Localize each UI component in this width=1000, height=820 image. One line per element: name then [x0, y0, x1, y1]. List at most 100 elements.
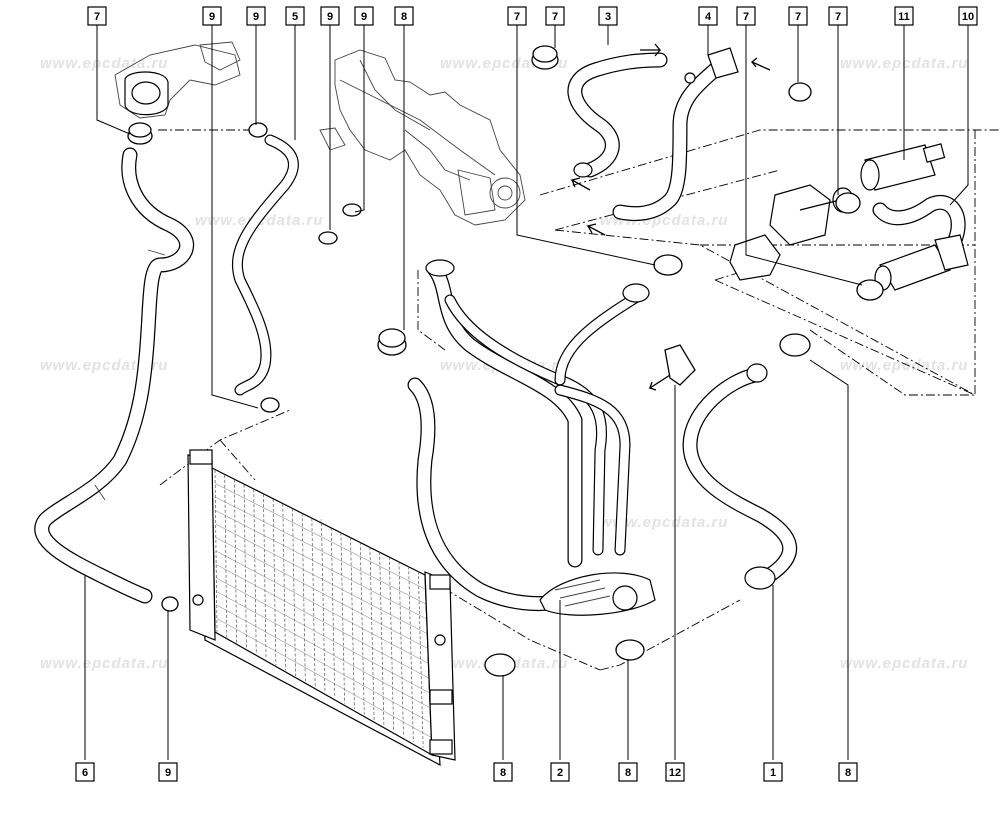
callout-c-top-11: 4 [698, 6, 718, 26]
radiator-fin [216, 564, 432, 680]
callout-label: 7 [835, 11, 841, 23]
hose-3 [567, 52, 668, 178]
hose-2 [407, 259, 656, 616]
callout-c-top-15: 11 [894, 6, 914, 26]
flow-arrows [570, 43, 771, 391]
callout-c-top-7: 8 [394, 6, 414, 26]
reference-lines [158, 129, 1000, 671]
callout-c-top-14: 7 [828, 6, 848, 26]
watermark: www.epcdata.ru [840, 357, 968, 374]
watermark: www.epcdata.ru [600, 514, 728, 531]
callout-box [828, 6, 848, 26]
arrow-icon [750, 57, 771, 71]
radiator-fin [215, 550, 431, 665]
callout-label: 5 [292, 11, 298, 23]
callout-box [736, 6, 756, 26]
hose-clamp [856, 279, 884, 301]
callout-label: 9 [253, 11, 259, 23]
callout-box [958, 6, 978, 26]
callout-label: 6 [82, 767, 88, 779]
hose-clamp [788, 82, 812, 102]
hose-clamp [779, 333, 811, 357]
callout-label: 4 [705, 11, 712, 23]
callout-box [87, 6, 107, 26]
radiator-fin [215, 523, 430, 636]
hose-clamp [318, 231, 338, 245]
callout-c-top-1: 7 [87, 6, 107, 26]
callout-label: 10 [962, 11, 974, 23]
hose-clamp [342, 203, 362, 217]
pump-housing [114, 41, 241, 119]
hose-4 [612, 47, 739, 221]
distributor-housing [729, 184, 854, 281]
callout-label: 7 [743, 11, 749, 23]
watermark: www.epcdata.ru [40, 55, 168, 72]
callout-box [598, 6, 618, 26]
callout-box [894, 6, 914, 26]
callout-box [394, 6, 414, 26]
hose-5 [231, 134, 299, 396]
callout-box [246, 6, 266, 26]
callout-box [493, 762, 513, 782]
callout-label: 1 [770, 767, 776, 779]
callout-box [75, 762, 95, 782]
engine-block-outline [319, 49, 526, 226]
arrow-icon [640, 43, 662, 57]
callout-box [202, 6, 222, 26]
callout-c-top-2: 9 [202, 6, 222, 26]
callout-c-top-3: 9 [246, 6, 266, 26]
callout-box [763, 762, 783, 782]
callout-c-top-9: 7 [545, 6, 565, 26]
callout-c-bot-2: 9 [158, 762, 178, 782]
callout-box [545, 6, 565, 26]
hose-clamp [377, 328, 407, 356]
callout-label: 9 [165, 767, 171, 779]
callout-box [354, 6, 374, 26]
clamps [127, 45, 884, 677]
callout-box [507, 6, 527, 26]
callout-c-top-8: 7 [507, 6, 527, 26]
callout-label: 7 [795, 11, 801, 23]
callout-label: 7 [514, 11, 520, 23]
callout-c-top-6: 9 [354, 6, 374, 26]
callout-label: 8 [845, 767, 851, 779]
radiator-fin [216, 618, 433, 739]
callout-box [550, 762, 570, 782]
callout-box [698, 6, 718, 26]
callout-c-top-4: 5 [285, 6, 305, 26]
arrow-icon [648, 374, 671, 391]
callout-box [788, 6, 808, 26]
hose-clamp [531, 45, 559, 70]
callout-box [665, 762, 685, 782]
callout-label: 8 [500, 767, 506, 779]
callout-c-bot-8: 8 [838, 762, 858, 782]
callout-label: 8 [401, 11, 407, 23]
callout-box [158, 762, 178, 782]
hose-clamp [161, 596, 179, 612]
arrow-icon [586, 223, 606, 236]
radiator-fin [215, 537, 431, 650]
clip-12 [664, 344, 696, 386]
hose-clamp [653, 254, 683, 276]
callout-box [838, 762, 858, 782]
callout-c-bot-1: 6 [75, 762, 95, 782]
callout-box [320, 6, 340, 26]
hose-clamp [260, 397, 280, 413]
hose-clamp [248, 122, 268, 138]
radiator-fin [216, 591, 432, 709]
hose-10 [872, 195, 969, 291]
callout-c-top-5: 9 [320, 6, 340, 26]
callout-label: 9 [327, 11, 333, 23]
callout-c-top-10: 3 [598, 6, 618, 26]
radiator [187, 449, 456, 767]
callout-c-bot-7: 1 [763, 762, 783, 782]
callout-label: 12 [669, 767, 681, 779]
watermark: www.epcdata.ru [40, 357, 168, 374]
sensor-11 [860, 143, 946, 191]
callout-label: 7 [94, 11, 100, 23]
hose-6 [34, 147, 195, 604]
callout-label: 3 [605, 11, 611, 23]
hose-clamp [484, 653, 516, 677]
callout-c-top-13: 7 [788, 6, 808, 26]
